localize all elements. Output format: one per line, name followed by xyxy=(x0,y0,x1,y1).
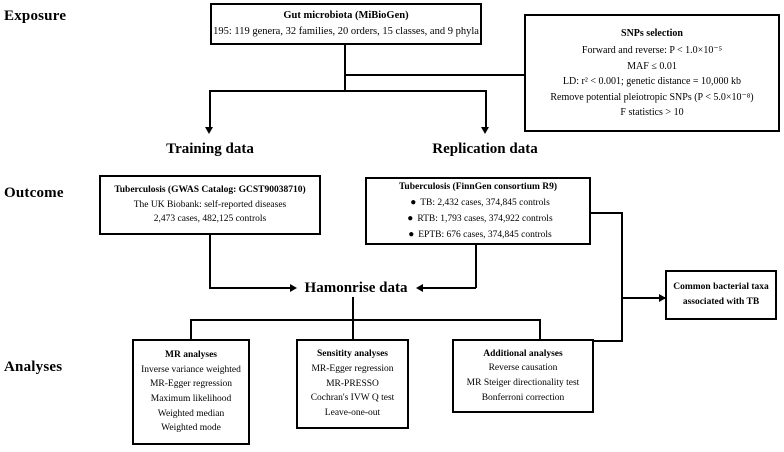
connector-gut-to-snps xyxy=(344,74,525,76)
mr-analyses-item-egger: MR-Egger regression xyxy=(149,379,233,390)
connector-harmonise-down xyxy=(352,297,354,320)
sensitivity-analyses-box: Sensitity analyses MR-Egger regression M… xyxy=(296,339,409,429)
replication-tb-text: TB: 2,432 cases, 374,845 controls xyxy=(420,198,550,209)
training-data-counts: 2,473 cases, 482,125 controls xyxy=(153,214,267,225)
additional-analyses-box: Additional analyses Reverse causation MR… xyxy=(452,339,594,413)
mr-analyses-title: MR analyses xyxy=(165,349,217,360)
mr-analyses-item-weighted-mode: Weighted mode xyxy=(161,423,221,434)
sensitivity-item-egger: MR-Egger regression xyxy=(311,363,394,374)
bullet-dot-icon: ● xyxy=(407,213,414,224)
result-line-2: associated with TB xyxy=(682,297,760,307)
result-box: Common bacterial taxa associated with TB xyxy=(665,270,777,320)
replication-bullet-rtb: ● RTB: 1,793 cases, 374,922 controls xyxy=(403,211,552,227)
sensitivity-item-cochran-q: Cochran's IVW Q test xyxy=(310,393,395,404)
arrow-training-to-harmonise-icon xyxy=(290,284,297,292)
connector-result-vertical xyxy=(621,212,623,298)
replication-data-title: Tuberculosis (FinnGen consortium R9) xyxy=(398,181,558,192)
connector-replication-to-harmonise xyxy=(422,287,476,289)
sensitivity-item-presso: MR-PRESSO xyxy=(326,378,379,389)
stage-label-exposure: Exposure xyxy=(4,8,67,24)
additional-item-bonferroni: Bonferroni correction xyxy=(481,392,565,403)
replication-data-box: Tuberculosis (FinnGen consortium R9) ● T… xyxy=(365,177,591,245)
replication-data-heading: Replication data xyxy=(432,141,538,157)
gut-microbiota-title: Gut microbiota (MiBioGen) xyxy=(283,9,409,21)
mr-analyses-box: MR analyses Inverse variance weighted MR… xyxy=(132,339,250,445)
arrow-to-training-icon xyxy=(205,127,213,134)
training-data-title: Tuberculosis (GWAS Catalog: GCST90038710… xyxy=(114,184,306,195)
additional-item-steiger: MR Steiger directionality test xyxy=(466,378,580,388)
stage-label-outcome: Outcome xyxy=(4,185,64,201)
snps-selection-box: SNPs selection Forward and reverse: P < … xyxy=(524,14,780,132)
bullet-dot-icon: ● xyxy=(408,228,415,240)
snps-criterion-forward-reverse: Forward and reverse: P < 1.0×10⁻⁵ xyxy=(581,45,723,56)
connector-to-sensitivity-analyses xyxy=(352,319,354,340)
gut-microbiota-box: Gut microbiota (MiBioGen) 195: 119 gener… xyxy=(210,3,482,45)
training-data-heading: Training data xyxy=(166,141,254,157)
arrow-replication-to-harmonise-icon xyxy=(416,284,423,292)
replication-rtb-text: RTB: 1,793 cases, 374,922 controls xyxy=(417,214,553,224)
connector-replication-down xyxy=(475,245,477,288)
mr-analyses-item-weighted-median: Weighted median xyxy=(157,408,225,419)
snps-criterion-ld: LD: r² < 0.001; genetic distance = 10,00… xyxy=(562,76,742,87)
connector-to-mr-analyses xyxy=(190,319,192,340)
arrow-to-result-icon xyxy=(659,294,666,302)
arrow-to-replication-icon xyxy=(481,127,489,134)
mr-analyses-item-maximum-likelihood: Maximum likelihood xyxy=(150,394,232,404)
connector-analyses-branch-bar xyxy=(190,319,540,321)
snps-criterion-f-statistics: F statistics > 10 xyxy=(620,107,684,118)
connector-to-additional-analyses xyxy=(539,319,541,340)
connector-to-training xyxy=(209,90,211,128)
harmonise-data-label: Hamonrise data xyxy=(304,280,408,296)
result-line-1: Common bacterial taxa xyxy=(673,282,769,293)
additional-item-reverse-causation: Reverse causation xyxy=(488,363,558,374)
connector-training-to-harmonise xyxy=(209,287,291,289)
snps-selection-title: SNPs selection xyxy=(621,27,683,39)
connector-to-replication xyxy=(485,90,487,128)
replication-bullet-tb: ● TB: 2,432 cases, 374,845 controls xyxy=(406,195,550,211)
mr-analyses-item-ivw: Inverse variance weighted xyxy=(141,364,241,375)
bullet-dot-icon: ● xyxy=(410,197,417,209)
stage-label-analyses: Analyses xyxy=(4,359,63,375)
connector-dataset-branch-bar xyxy=(209,90,486,92)
sensitivity-analyses-title: Sensitity analyses xyxy=(317,349,388,360)
additional-analyses-title: Additional analyses xyxy=(483,348,563,359)
training-data-source: The UK Biobank: self-reported diseases xyxy=(133,199,287,210)
connector-replication-right xyxy=(591,212,623,214)
snps-criterion-pleiotropy: Remove potential pleiotropic SNPs (P < 5… xyxy=(550,91,754,103)
sensitivity-item-leave-one-out: Leave-one-out xyxy=(324,408,381,419)
connector-training-down xyxy=(209,235,211,288)
gut-microbiota-detail: 195: 119 genera, 32 families, 20 orders,… xyxy=(213,26,479,37)
replication-bullet-eptb: ● EPTB: 676 cases, 374,845 controls xyxy=(404,227,552,243)
snps-criterion-maf: MAF ≤ 0.01 xyxy=(627,60,677,72)
connector-to-result xyxy=(621,297,665,299)
connector-additional-right xyxy=(594,340,623,342)
connector-additional-up xyxy=(621,297,623,341)
training-data-box: Tuberculosis (GWAS Catalog: GCST90038710… xyxy=(99,175,321,235)
replication-eptb-text: EPTB: 676 cases, 374,845 controls xyxy=(418,229,552,240)
connector-gut-down xyxy=(344,45,346,90)
